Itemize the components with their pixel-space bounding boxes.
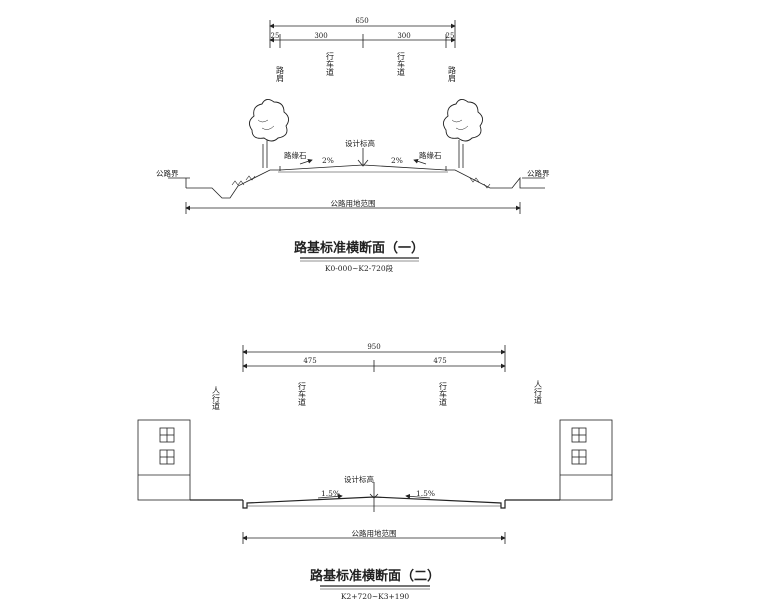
building-right [559, 419, 613, 501]
s2-label-sidewalk-left: 人行道 [212, 386, 221, 411]
s1-curb-left: 路缘石 [284, 150, 307, 160]
s1-dimension-lines [269, 20, 456, 48]
s1-subtitle: K0-000~K2-720段 [325, 263, 394, 273]
s1-land-range [185, 202, 521, 214]
s1-curb-right: 路缘石 [419, 150, 442, 160]
s1-label-lane-right: 行车道 [397, 51, 406, 77]
s2-title: 路基标准横断面（二） [310, 568, 440, 584]
s2-slope-right: 1.5% [416, 489, 435, 498]
s1-slope-left: 2% [322, 156, 334, 165]
s2-label-lane-left: 行车道 [298, 381, 307, 407]
s1-design-elevation-marker [299, 148, 427, 167]
s1-label-shoulder-right: 路肩 [448, 65, 457, 83]
s2-design-elevation: 设计标高 [344, 474, 374, 484]
s2-dimension-lines [242, 345, 506, 372]
s2-label-sidewalk-right: 人行道 [534, 380, 543, 405]
s1-boundary-right: 公路界 [527, 168, 550, 178]
s1-design-elevation: 设计标高 [345, 138, 375, 148]
s1-slope-right: 2% [391, 156, 403, 165]
section-1 [168, 20, 545, 214]
building-left [137, 419, 191, 501]
tree-left [249, 99, 289, 168]
s1-label-lane-left: 行车道 [326, 51, 335, 77]
s2-dim-total: 950 [367, 343, 380, 351]
s1-title: 路基标准横断面（一） [294, 240, 424, 256]
s1-dim-shoulder-right: 25 [446, 32, 455, 40]
s2-road-profile [190, 482, 560, 512]
s2-land-range [242, 532, 506, 544]
s2-land-range-label: 公路用地范围 [352, 528, 397, 538]
s2-dim-half-left: 475 [303, 357, 316, 365]
s1-road-profile [185, 164, 545, 199]
s2-subtitle: K2+720~K3+190 [341, 592, 409, 601]
s2-label-lane-right: 行车道 [439, 381, 448, 407]
s1-dim-lane-left: 300 [314, 32, 327, 40]
s1-dim-shoulder-left: 25 [271, 32, 280, 40]
s1-land-range-label: 公路用地范围 [331, 198, 376, 208]
s2-slope-left: 1.5% [321, 489, 340, 498]
s1-dim-lane-right: 300 [397, 32, 410, 40]
s1-dim-total: 650 [355, 17, 368, 25]
s2-dim-half-right: 475 [433, 357, 446, 365]
s1-label-shoulder-left: 路肩 [276, 65, 285, 83]
s1-boundary-left: 公路界 [156, 168, 179, 178]
tree-right [443, 99, 483, 168]
section-2 [137, 345, 613, 544]
